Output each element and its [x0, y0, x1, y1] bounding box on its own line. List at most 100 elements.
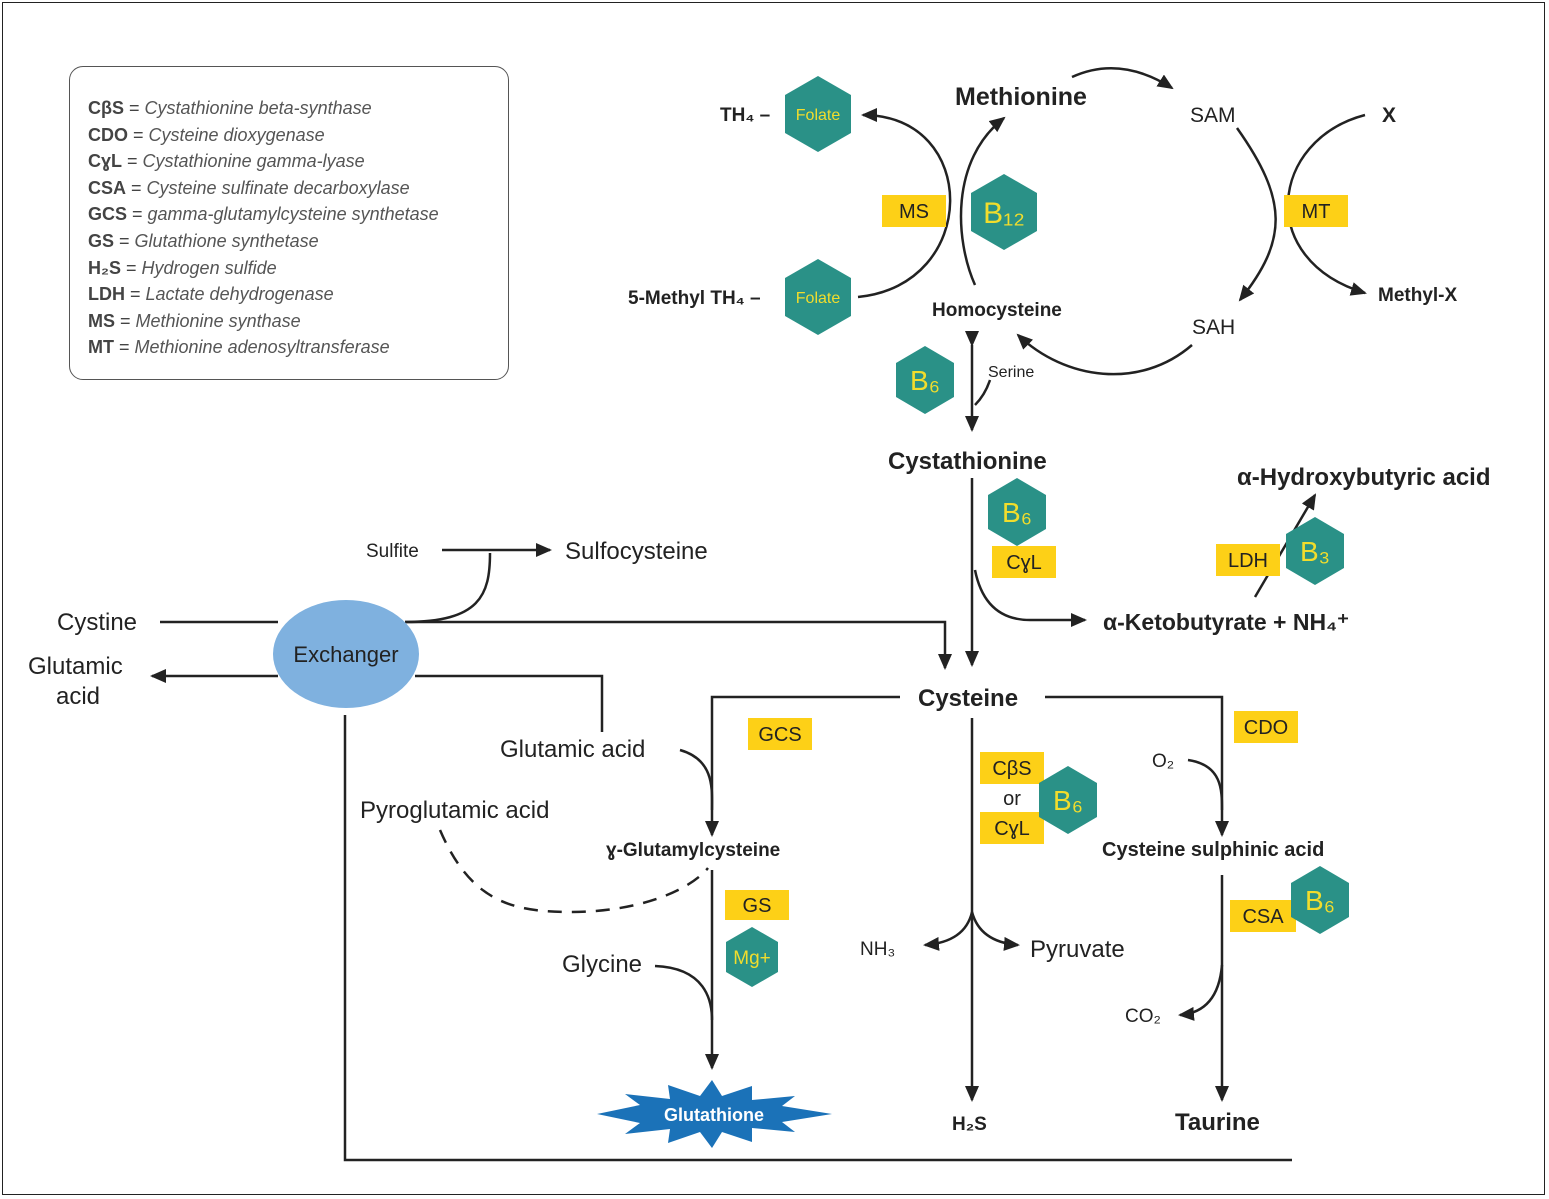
label-nh3: NH₃ [860, 939, 895, 960]
label-glutamic-acid: Glutamic acid [500, 736, 645, 763]
svg-text:B₆: B₆ [1053, 785, 1083, 816]
label-sam: SAM [1190, 104, 1236, 127]
svg-text:B₁₂: B₁₂ [983, 197, 1025, 230]
legend-item: GCS = gamma-glutamylcysteine synthetase [88, 201, 508, 228]
label-homocysteine: Homocysteine [932, 300, 1062, 321]
enzyme-gcs: GCS [758, 724, 801, 746]
legend-full-name: Cysteine dioxygenase [148, 124, 325, 145]
legend-full-name: Cystathionine beta-synthase [144, 98, 372, 118]
arrow-to-co2 [1178, 964, 1224, 1021]
label-co2: CO₂ [1125, 1006, 1161, 1027]
label-x: X [1382, 104, 1396, 127]
legend-equals: = [128, 124, 149, 145]
legend-item: GS = Glutathione synthetase [88, 228, 508, 255]
legend-equals: = [121, 257, 142, 278]
legend-abbr: GCS [88, 204, 128, 225]
enzyme-ms: MS [899, 201, 929, 223]
label-methyl-th4: 5-Methyl TH₄ – [628, 288, 761, 309]
legend-abbr: LDH [88, 284, 125, 305]
svg-text:B₆: B₆ [1305, 885, 1335, 916]
svg-text:Folate: Folate [796, 290, 841, 307]
label-o2: O₂ [1152, 751, 1174, 772]
legend-item: MS = Methionine synthase [88, 308, 508, 335]
arrow-serine-in [974, 379, 992, 406]
arrow-cystine-to-cysteine [405, 620, 952, 670]
label-pyruvate: Pyruvate [1030, 936, 1125, 963]
hex-b6-cbs: B₆ [1039, 766, 1097, 834]
svg-text:B₆: B₆ [910, 365, 940, 396]
legend-equals: = [127, 204, 148, 225]
legend-abbr: CɣL [88, 151, 123, 172]
arc-sam-to-sah [1235, 127, 1277, 302]
arrow-glutamic-into-gcs [679, 748, 714, 811]
legend-item: MT = Methionine adenosyltransferase [88, 334, 508, 361]
label-methionine: Methionine [955, 83, 1087, 111]
glutathione-burst [597, 1080, 832, 1148]
arc-sah-to-homocysteine [1016, 333, 1193, 376]
legend-item: CɣL = Cystathionine gamma-lyase [88, 148, 508, 175]
arrow-to-pyruvate [970, 911, 1020, 951]
exchanger-label: Exchanger [293, 642, 398, 667]
line-glutamic-return [415, 674, 604, 732]
enzyme-cdo: CDO [1244, 717, 1288, 739]
enzyme-cbs: CβS [992, 758, 1031, 780]
legend-abbr: CDO [88, 124, 128, 145]
legend-equals: = [115, 310, 136, 331]
label-glutamylcysteine: ɣ-Glutamylcysteine [606, 840, 780, 861]
svg-text:B₃: B₃ [1300, 536, 1330, 567]
arrow-o2-into-cdo [1187, 758, 1224, 811]
label-sulfite: Sulfite [366, 541, 419, 562]
legend-equals: = [114, 230, 135, 251]
dashed-pyroglutamic [438, 829, 709, 914]
metabolite-labels: TH₄ – 5-Methyl TH₄ – Methionine SAM X Me… [28, 83, 1491, 1136]
legend-full-name: Hydrogen sulfide [141, 257, 277, 278]
arc-methylth4-to-th4 [857, 108, 952, 299]
legend-item: LDH = Lactate dehydrogenase [88, 281, 508, 308]
legend-item: CβS = Cystathionine beta-synthase [88, 95, 508, 122]
label-hydroxybutyric: α-Hydroxybutyric acid [1237, 464, 1491, 491]
legend-equals: = [122, 151, 143, 172]
arrow-to-ketobutyrate [973, 569, 1087, 627]
label-ketobutyrate: α-Ketobutyrate + NH₄⁺ [1103, 609, 1349, 635]
legend-item: CSA = Cysteine sulfinate decarboxylase [88, 175, 508, 202]
arrow-cysteine-to-sulphinic [1045, 695, 1229, 837]
legend-item: CDO = Cysteine dioxygenase [88, 122, 508, 149]
hex-b12: B₁₂ [971, 174, 1037, 250]
label-th4: TH₄ – [720, 105, 770, 126]
connectors [150, 67, 1367, 1162]
legend-abbr: GS [88, 230, 115, 251]
svg-text:B₆: B₆ [1002, 497, 1032, 528]
exchanger-ellipse [273, 600, 419, 708]
svg-text:Mg+: Mg+ [733, 948, 771, 969]
label-glycine: Glycine [562, 951, 642, 978]
label-pyroglutamic: Pyroglutamic acid [360, 797, 549, 824]
legend-equals: = [125, 284, 146, 305]
legend-full-name: Methionine adenosyltransferase [134, 337, 390, 358]
legend-item: H₂S = Hydrogen sulfide [88, 255, 508, 282]
legend-full-name: gamma-glutamylcysteine synthetase [147, 204, 439, 225]
enzyme-csa: CSA [1242, 906, 1284, 928]
label-methyl-x: Methyl-X [1378, 285, 1458, 306]
hex-b3: B₃ [1286, 517, 1344, 585]
svg-text:Folate: Folate [796, 107, 841, 124]
legend-equals: = [126, 177, 147, 198]
cofactor-hexagons: Folate Folate B₁₂ B₆ B₆ B₃ B₆ B₆ [726, 76, 1349, 987]
label-cysteine-sulphinic: Cysteine sulphinic acid [1102, 839, 1324, 861]
legend-full-name: Methionine synthase [135, 310, 301, 331]
hex-b6-serine: B₆ [896, 346, 954, 414]
label-serine: Serine [988, 364, 1034, 381]
arc-exchanger-to-sulfite [404, 552, 492, 624]
enzyme-cyl-top: CɣL [1006, 552, 1042, 574]
label-h2s: H₂S [952, 1114, 987, 1135]
arrow-methionine-to-sam [1071, 67, 1174, 90]
hex-b6-csa: B₆ [1291, 866, 1349, 934]
legend-abbr: MT [88, 337, 114, 358]
legend-abbr: CβS [88, 98, 124, 118]
label-glutamic-out-1: Glutamic [28, 653, 123, 680]
arrow-cysteine-to-glutamylcysteine [705, 695, 900, 837]
enzyme-gs: GS [743, 895, 772, 917]
enzyme-cyl-bottom: CɣL [994, 818, 1030, 840]
label-sulfocysteine: Sulfocysteine [565, 538, 708, 565]
